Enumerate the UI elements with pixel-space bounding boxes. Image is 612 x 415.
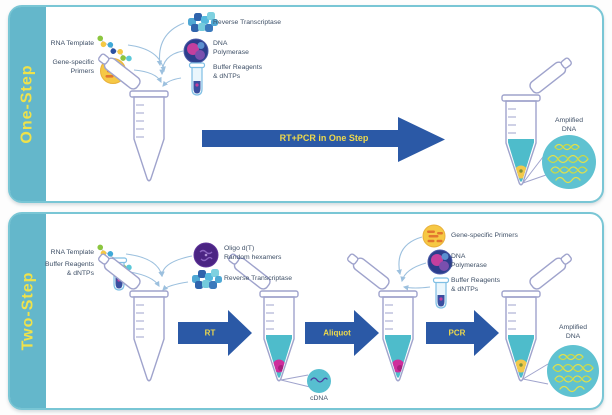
gene-specific-primers-label: Gene-specific Primers (52, 59, 94, 75)
oligo-dt-label: Oligo d(T) Random hexamers (224, 245, 282, 261)
tube-cap (98, 53, 141, 90)
rna-template-icon (97, 35, 132, 62)
cdna-magnifier (280, 369, 331, 393)
microcentrifuge-tube-empty (98, 253, 169, 382)
pour-arrows (125, 253, 193, 291)
one-step-sidebar: One-Step (10, 7, 46, 201)
one-step-graphics (97, 12, 596, 189)
cdna-strand-icon (310, 377, 328, 383)
rt-pcr-one-step-arrow (202, 117, 445, 162)
tube-cap (98, 253, 141, 290)
amplified-dna-label: Amplified DNA (559, 324, 587, 340)
one-step-arrow-label: RT+PCR in One Step (279, 133, 369, 143)
pcr-arrow-label: PCR (448, 328, 466, 338)
gene-specific-primers-icon (422, 224, 446, 248)
two-step-panel: Two-Step (8, 212, 604, 410)
dna-helix-icon (552, 353, 594, 393)
reverse-transcriptase-icon (188, 12, 218, 32)
amplified-dna-magnifier (522, 345, 599, 397)
amplified-dna-magnifier (522, 135, 596, 189)
reverse-transcriptase-label: Reverse Transcriptase (213, 19, 281, 26)
reverse-transcriptase-icon (192, 269, 222, 289)
rna-template-label: RNA Template (50, 40, 94, 47)
oligo-dt-icon (193, 242, 219, 268)
pour-arrows (127, 22, 185, 87)
tube-cap (529, 57, 572, 94)
rt-arrow-label: RT (204, 328, 216, 338)
reverse-transcriptase-label: Reverse Transcriptase (224, 275, 292, 282)
rt-arrow (178, 310, 252, 356)
dna-polymerase-icon (183, 38, 209, 64)
one-step-panel: One-Step (8, 5, 604, 203)
aliquot-arrow-label: Aliquot (323, 328, 351, 338)
microcentrifuge-tube-empty (98, 53, 169, 182)
buffer-reagents-label-2: Buffer Reagents & dNTPs (451, 277, 500, 293)
microcentrifuge-tube-cdna (228, 253, 299, 382)
aliquot-arrow (305, 310, 379, 356)
dna-polymerase-label: DNA Polymerase (451, 253, 487, 269)
pour-arrows (396, 236, 431, 291)
buffer-reagents-label: Buffer Reagents & dNTPs (45, 261, 94, 277)
tube-cap (228, 253, 271, 290)
pcr-arrow (426, 310, 499, 356)
cdna-label: cDNA (310, 395, 328, 402)
dna-polymerase-label: DNA Polymerase (213, 40, 249, 56)
buffer-reagents-label: Buffer Reagents & dNTPs (213, 64, 262, 80)
gene-specific-primers-label: Gene-specific Primers (451, 232, 518, 239)
dna-helix-icon (547, 143, 589, 184)
rna-template-label: RNA Template (50, 249, 94, 256)
tube-cap (347, 253, 390, 290)
two-step-graphics (97, 224, 599, 397)
tube-cap (529, 253, 572, 290)
amplified-dna-label: Amplified DNA (555, 117, 583, 133)
buffer-reagents-icon (188, 62, 206, 96)
dna-polymerase-icon (427, 249, 453, 275)
buffer-reagents-icon (432, 277, 450, 309)
two-step-sidebar: Two-Step (10, 214, 46, 408)
